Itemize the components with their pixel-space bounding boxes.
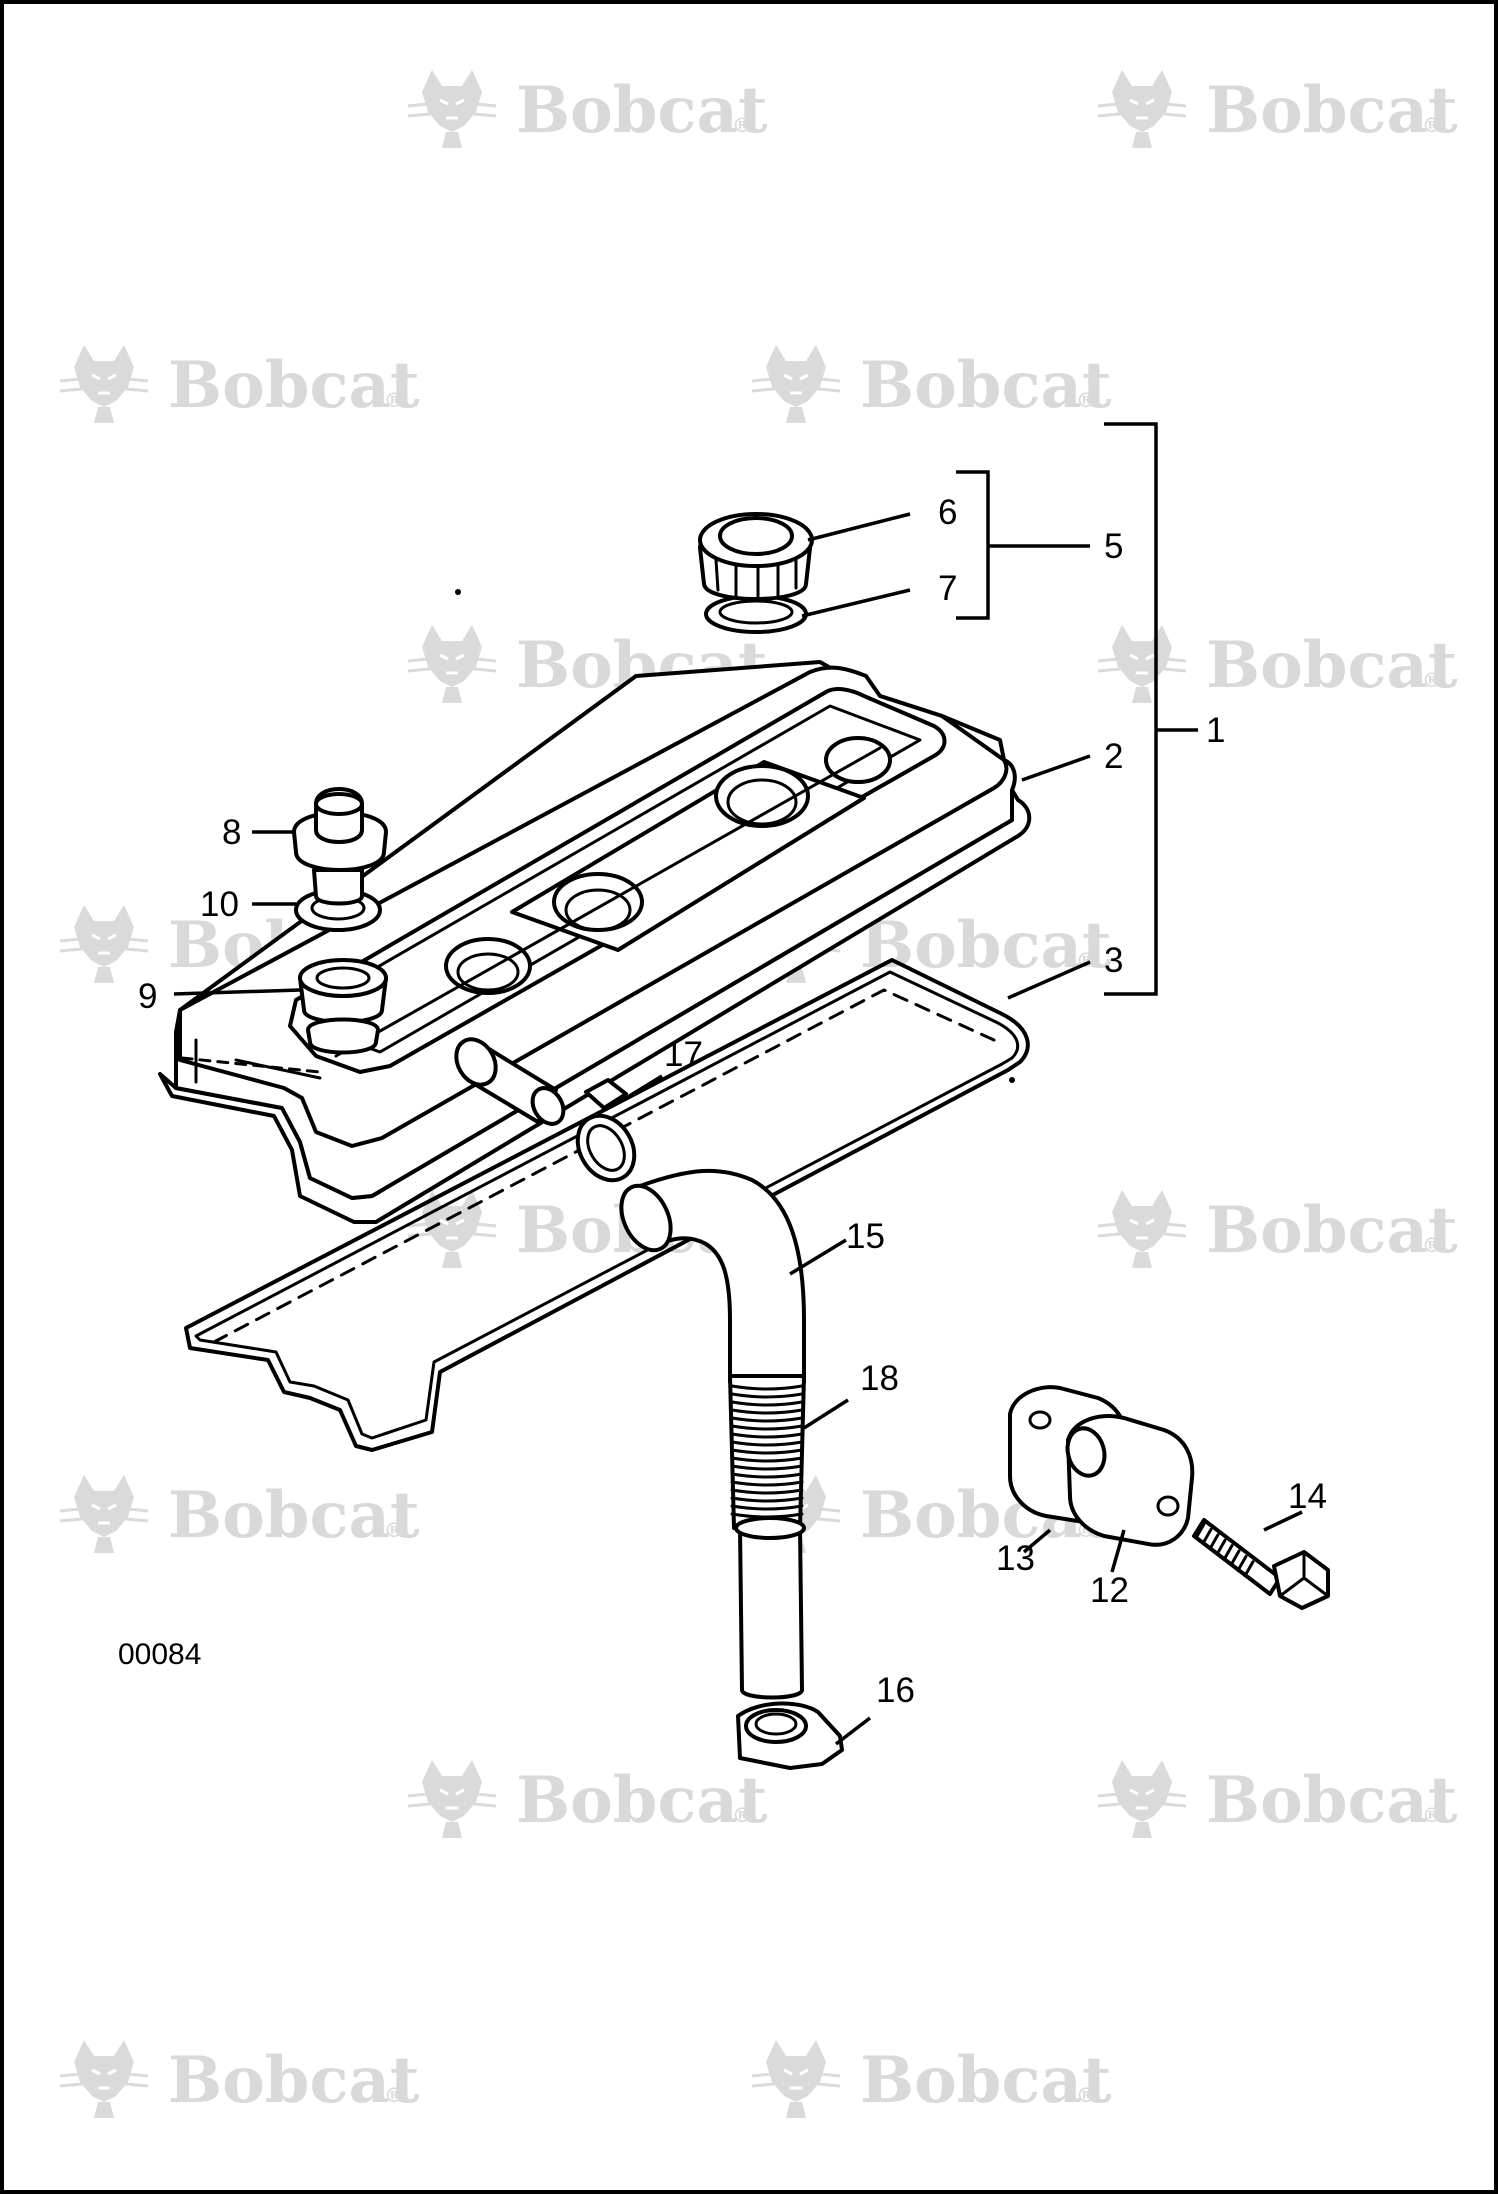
clamp-17 — [575, 1078, 637, 1183]
watermark-text: Bobcat — [168, 1478, 420, 1553]
hose-rib — [730, 1416, 804, 1423]
watermark-registered-mark: ® — [732, 113, 752, 137]
callout-16: 16 — [876, 1671, 915, 1710]
callout-18: 18 — [860, 1359, 899, 1398]
callout-2: 2 — [1104, 737, 1123, 776]
callout-15: 15 — [846, 1217, 885, 1256]
watermark-text: Bobcat — [860, 908, 1112, 983]
gasket-3 — [184, 958, 1030, 1452]
bolt-thread-line — [1229, 1549, 1241, 1567]
breather-hose-15 — [619, 1168, 806, 1700]
bolt-14 — [1192, 1518, 1330, 1610]
bolt-thread-line — [1222, 1544, 1234, 1562]
bolt-thread-line — [1236, 1554, 1248, 1572]
bolt-thread-line — [1243, 1560, 1255, 1578]
rocker-cover-2 — [158, 660, 1032, 1224]
hose-rib — [730, 1440, 804, 1447]
watermark-text: Bobcat — [1206, 1193, 1458, 1268]
hose-rib — [730, 1384, 804, 1391]
grommet-9 — [298, 958, 388, 1055]
bolt-thread-line — [1194, 1522, 1206, 1540]
breather-outlet — [454, 1037, 566, 1126]
watermark-registered-mark: ® — [1422, 1233, 1442, 1257]
callout-14: 14 — [1288, 1477, 1327, 1516]
watermark-tile: Bobcat® — [1096, 1188, 1458, 1270]
watermark-tile: Bobcat® — [58, 343, 420, 425]
drawing-area — [158, 422, 1330, 1770]
speck — [455, 589, 461, 595]
watermark-tile: Bobcat® — [58, 1473, 420, 1555]
flange-16 — [736, 1701, 844, 1770]
watermark-registered-mark: ® — [384, 2083, 404, 2107]
watermark-text: Bobcat — [860, 348, 1112, 423]
watermark-text: Bobcat — [860, 2043, 1112, 2118]
hose-rib — [730, 1400, 804, 1407]
leader-lines — [173, 422, 1303, 1746]
hose-rib — [730, 1408, 804, 1415]
watermark-text: Bobcat — [1206, 73, 1458, 148]
watermark-tile: Bobcat® — [406, 68, 768, 150]
hose-corrugations — [730, 1384, 804, 1519]
figure-number: 00084 — [118, 1638, 201, 1671]
watermark-tile: Bobcat® — [1096, 623, 1458, 705]
watermark-tile: Bobcat® — [406, 1758, 768, 1840]
watermark-layer: Bobcat®Bobcat®Bobcat®Bobcat®Bobcat®Bobca… — [58, 68, 1458, 2120]
bolt-threads — [1194, 1522, 1255, 1578]
watermark-registered-mark: ® — [732, 1803, 752, 1827]
hose-rib — [730, 1464, 804, 1471]
bolt-thread-line — [1208, 1533, 1220, 1551]
callout-8: 8 — [222, 813, 241, 852]
watermark-tile: Bobcat® — [1096, 1758, 1458, 1840]
callout-10: 10 — [200, 885, 239, 924]
callout-12: 12 — [1090, 1571, 1129, 1610]
watermark-tile: Bobcat® — [750, 2038, 1112, 2120]
watermark-text: Bobcat — [516, 73, 768, 148]
hose-rib — [730, 1496, 804, 1503]
hose-rib — [730, 1432, 804, 1439]
hose-rib — [730, 1392, 804, 1399]
hose-rib — [730, 1472, 804, 1479]
callouts: 6 7 5 1 2 3 8 10 9 17 15 18 16 14 13 12 … — [118, 493, 1327, 1710]
bolt-thread-line — [1201, 1527, 1213, 1545]
watermark-text: Bobcat — [516, 1763, 768, 1838]
callout-17: 17 — [664, 1035, 703, 1074]
bolt-thread-line — [1215, 1538, 1227, 1556]
callout-1: 1 — [1206, 711, 1225, 750]
watermark-registered-mark: ® — [1422, 668, 1442, 692]
hose-rib — [730, 1504, 804, 1511]
speck — [1009, 1077, 1015, 1083]
hose-rib — [730, 1448, 804, 1455]
oil-cap-6 — [698, 512, 814, 634]
callout-13: 13 — [996, 1539, 1035, 1578]
hose-rib — [730, 1456, 804, 1463]
watermark-registered-mark: ® — [384, 1518, 404, 1542]
watermark-text: Bobcat — [168, 348, 420, 423]
callout-5: 5 — [1104, 527, 1123, 566]
callout-3: 3 — [1104, 941, 1123, 980]
plug-8 — [292, 787, 388, 906]
watermark-registered-mark: ® — [1076, 388, 1096, 412]
watermark-tile: Bobcat® — [1096, 68, 1458, 150]
callout-7: 7 — [938, 569, 957, 608]
hose-rib — [730, 1488, 804, 1495]
hose-rib — [730, 1480, 804, 1487]
hose-rib — [730, 1424, 804, 1431]
cover-plate-12 — [1065, 1414, 1195, 1547]
watermark-registered-mark: ® — [1422, 113, 1442, 137]
callout-6: 6 — [938, 493, 957, 532]
watermark-registered-mark: ® — [1076, 2083, 1096, 2107]
watermark-text: Bobcat — [1206, 1763, 1458, 1838]
callout-9: 9 — [138, 977, 157, 1016]
watermark-registered-mark: ® — [384, 388, 404, 412]
watermark-registered-mark: ® — [1422, 1803, 1442, 1827]
watermark-tile: Bobcat® — [58, 2038, 420, 2120]
watermark-text: Bobcat — [1206, 628, 1458, 703]
watermark-tile: Bobcat® — [750, 343, 1112, 425]
watermark-text: Bobcat — [168, 2043, 420, 2118]
